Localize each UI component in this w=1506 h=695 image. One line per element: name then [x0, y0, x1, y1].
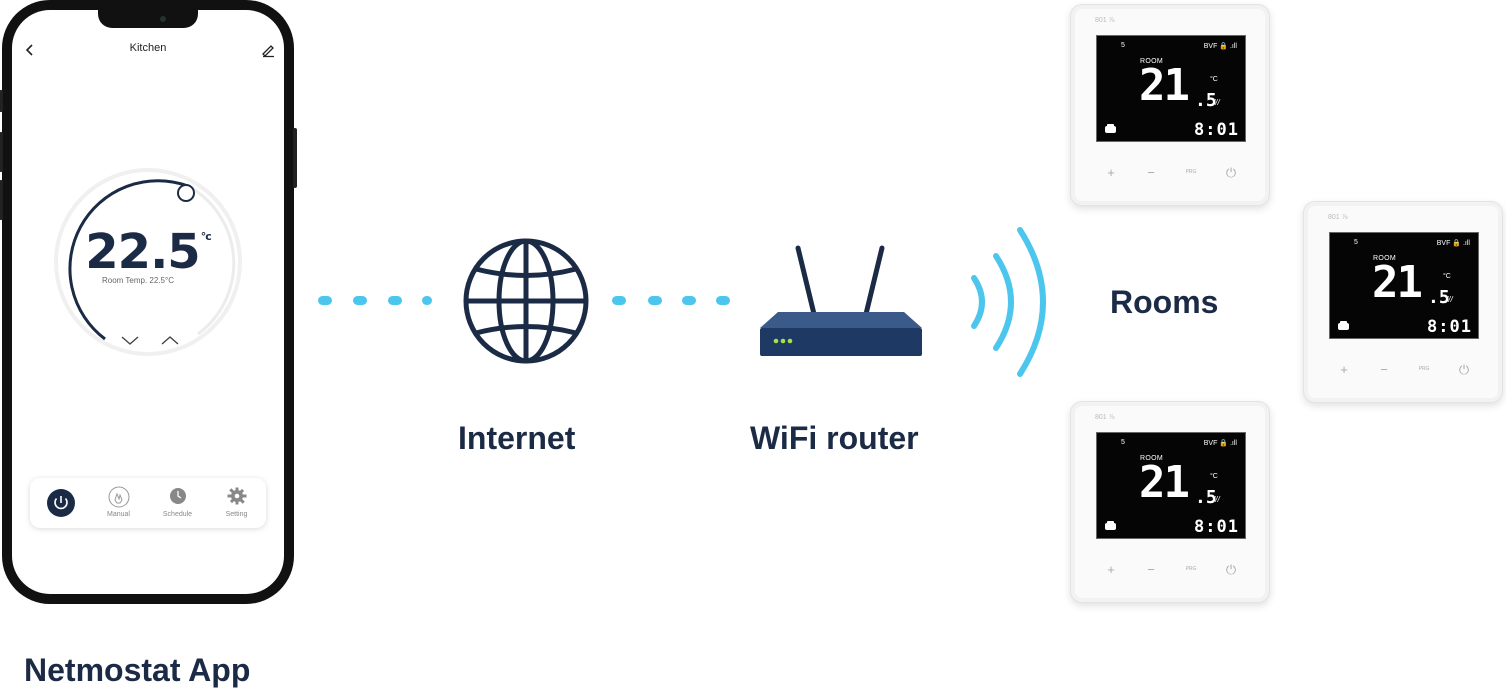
label-wifi-router: WiFi router [750, 420, 919, 456]
lcd-clock: 8:01 [1194, 517, 1239, 537]
clock-icon [170, 488, 186, 504]
power-icon [47, 489, 75, 517]
power-button[interactable]: ⏻ [1225, 165, 1237, 180]
connection-dots-internet-router [612, 296, 732, 306]
nav-item-setting[interactable]: Setting [209, 478, 264, 528]
connection-dot [716, 296, 730, 305]
lcd-clock: 8:01 [1427, 317, 1472, 337]
app-title: Kitchen [129, 42, 167, 54]
minus-button[interactable]: − [1380, 362, 1388, 377]
connection-dot [353, 296, 367, 305]
plus-button[interactable]: + [1107, 165, 1115, 180]
lcd-unit: °C [1210, 473, 1218, 480]
heater-icon [1105, 521, 1116, 530]
plus-button[interactable]: + [1340, 362, 1348, 377]
temperature-dial[interactable]: 22.5°c Room Temp. 22.5°C [48, 162, 248, 362]
app-header: Kitchen [12, 40, 284, 62]
globe-icon [463, 238, 589, 364]
lcd-temperature-decimal: .5 [1428, 287, 1450, 308]
heating-indicator-icon: /// [1446, 295, 1453, 304]
lcd-mode: 5 [1354, 239, 1358, 246]
power-button[interactable]: ⏻ [1458, 362, 1470, 377]
minus-button[interactable]: − [1147, 562, 1155, 577]
heating-indicator-icon: /// [1213, 495, 1220, 504]
thermostat-model: 801 ⅞ [1095, 17, 1115, 24]
edit-pencil-icon[interactable] [260, 42, 276, 58]
setpoint-display: 22.5°c [48, 224, 248, 280]
heater-icon [1105, 124, 1116, 133]
nav-label-setting: Setting [225, 511, 248, 518]
lcd-temperature: 21 [1139, 60, 1190, 111]
connection-dot [422, 296, 432, 305]
lcd-temperature-decimal: .5 [1195, 90, 1217, 111]
lcd-status-flags: BVF 🔒 .ıll [1203, 43, 1237, 50]
lcd-room-label: ROOM [1140, 455, 1163, 462]
lcd-clock: 8:01 [1194, 120, 1239, 140]
room-thermostat: 801 ⅞ 5 BVF 🔒 .ıll ROOM 21 .5 °C /// 8:0… [1070, 4, 1270, 206]
dial-knob[interactable] [177, 184, 195, 202]
connection-dots-phone-internet [318, 296, 438, 306]
lcd-mode: 5 [1121, 439, 1125, 446]
plus-button[interactable]: + [1107, 562, 1115, 577]
connection-dot [388, 296, 402, 305]
nav-item-manual[interactable]: Manual [91, 478, 146, 528]
label-rooms: Rooms [1110, 284, 1219, 320]
room-thermostat: 801 ⅞ 5 BVF 🔒 .ıll ROOM 21 .5 °C /// 8:0… [1303, 201, 1503, 403]
setpoint-value: 22.5 [85, 224, 200, 280]
phone-device: Kitchen 22.5°c Room Temp. 22.5°C [0, 0, 297, 604]
power-button[interactable]: ⏻ [1225, 562, 1237, 577]
label-internet: Internet [458, 420, 576, 456]
nav-item-power[interactable] [32, 478, 87, 528]
bottom-nav-bar: Manual Schedule [30, 478, 266, 528]
hand-icon [108, 486, 130, 508]
gear-icon [227, 487, 247, 505]
camera-icon [160, 16, 166, 22]
wifi-router-icon [760, 245, 922, 356]
connection-dot [318, 296, 332, 305]
connection-dot [612, 296, 626, 305]
lcd-temperature: 21 [1139, 457, 1190, 508]
thermostat-lcd: 5 BVF 🔒 .ıll ROOM 21 .5 °C /// 8:01 [1329, 232, 1479, 339]
lcd-room-label: ROOM [1373, 255, 1396, 262]
lcd-unit: °C [1210, 76, 1218, 83]
lcd-room-label: ROOM [1140, 58, 1163, 65]
chevron-down-icon[interactable] [121, 336, 139, 345]
chevron-up-icon[interactable] [161, 336, 179, 345]
lcd-status-flags: BVF 🔒 .ıll [1436, 240, 1470, 247]
heater-icon [1338, 321, 1349, 330]
program-button[interactable]: PRG [1185, 169, 1197, 175]
back-arrow-icon[interactable] [22, 42, 38, 58]
dial-ring [54, 168, 242, 356]
phone-power-button [293, 128, 297, 188]
setpoint-unit: °c [200, 230, 212, 243]
lcd-status-flags: BVF 🔒 .ıll [1203, 440, 1237, 447]
wifi-signal-icon [971, 227, 1046, 377]
thermostat-model: 801 ⅞ [1095, 414, 1115, 421]
label-netmostat-app: Netmostat App [24, 652, 251, 688]
phone-volume-up [0, 132, 3, 172]
heating-indicator-icon: /// [1213, 98, 1220, 107]
connection-dot [682, 296, 696, 305]
thermostat-model: 801 ⅞ [1328, 214, 1348, 221]
phone-screen: Kitchen 22.5°c Room Temp. 22.5°C [12, 10, 284, 594]
connection-dot [648, 296, 662, 305]
minus-button[interactable]: − [1147, 165, 1155, 180]
thermostat-lcd: 5 BVF 🔒 .ıll ROOM 21 .5 °C /// 8:01 [1096, 432, 1246, 539]
lcd-unit: °C [1443, 273, 1451, 280]
lcd-temperature: 21 [1372, 257, 1423, 308]
phone-notch [98, 10, 198, 28]
nav-item-schedule[interactable]: Schedule [150, 478, 205, 528]
phone-side-button [0, 90, 3, 112]
nav-label-schedule: Schedule [162, 511, 193, 518]
nav-label-manual: Manual [107, 511, 130, 518]
lcd-temperature-decimal: .5 [1195, 487, 1217, 508]
phone-volume-down [0, 180, 3, 220]
room-thermostat: 801 ⅞ 5 BVF 🔒 .ıll ROOM 21 .5 °C /// 8:0… [1070, 401, 1270, 603]
program-button[interactable]: PRG [1185, 566, 1197, 572]
room-temp-readout: Room Temp. 22.5°C [102, 276, 174, 285]
lcd-mode: 5 [1121, 42, 1125, 49]
program-button[interactable]: PRG [1418, 366, 1430, 372]
thermostat-lcd: 5 BVF 🔒 .ıll ROOM 21 .5 °C /// 8:01 [1096, 35, 1246, 142]
